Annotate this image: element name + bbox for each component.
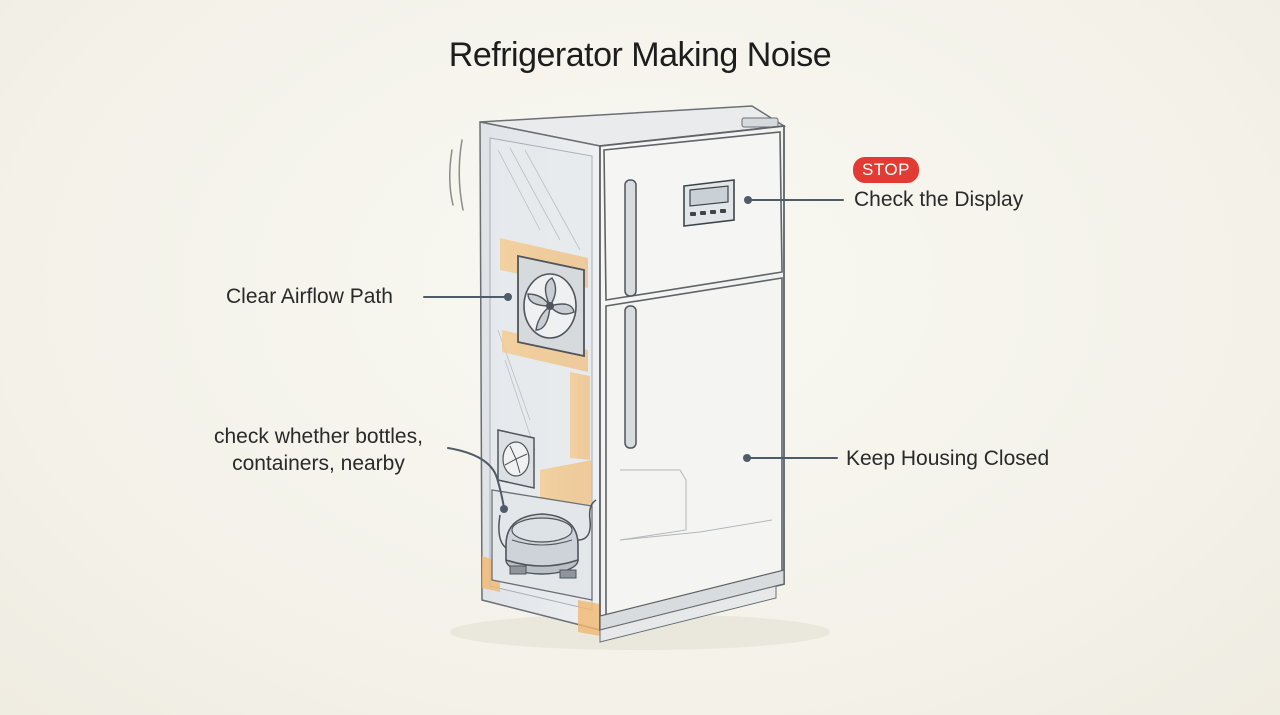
compressor bbox=[498, 499, 597, 579]
stop-badge: STOP bbox=[853, 157, 919, 183]
leader-dot-display bbox=[744, 196, 752, 204]
diagram-title: Refrigerator Making Noise bbox=[448, 36, 832, 74]
airflow-zone-lower bbox=[540, 460, 592, 510]
clear-airflow-label: Clear Airflow Path bbox=[226, 285, 393, 308]
freezer-handle bbox=[624, 179, 637, 297]
small-fan bbox=[497, 429, 535, 489]
bottles-nearby-line-1: check whether bottles, bbox=[214, 425, 423, 448]
condenser-fan bbox=[517, 254, 585, 358]
bottles-nearby-label: check whether bottles, containers, nearb… bbox=[214, 423, 423, 477]
leader-dot-airflow bbox=[504, 293, 512, 301]
top-hinge bbox=[741, 117, 779, 128]
base-feet bbox=[599, 585, 777, 643]
control-display bbox=[683, 179, 735, 227]
vibration-lines bbox=[449, 139, 464, 211]
leader-dot-bottles bbox=[500, 505, 508, 513]
base-corner-right bbox=[578, 600, 600, 636]
leader-bottles bbox=[447, 447, 505, 509]
leader-lines bbox=[423, 199, 844, 509]
bottles-nearby-line-2: containers, nearby bbox=[232, 452, 405, 475]
keep-housing-closed-label: Keep Housing Closed bbox=[846, 447, 1050, 470]
airflow-zone-right bbox=[570, 372, 590, 460]
fridge-handle bbox=[624, 305, 637, 449]
base-plate bbox=[599, 569, 785, 631]
leader-dot-housing bbox=[743, 454, 751, 462]
check-display-label: Check the Display bbox=[854, 188, 1024, 211]
